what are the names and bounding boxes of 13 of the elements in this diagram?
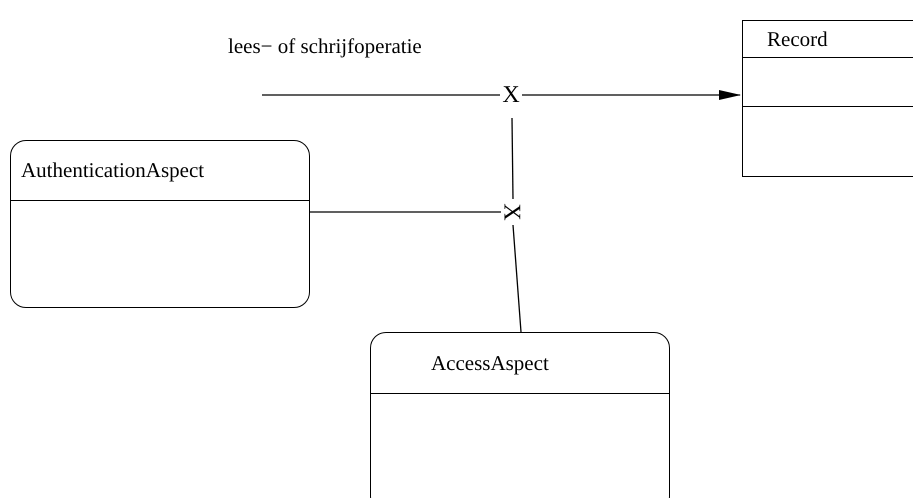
arrow — [522, 90, 741, 100]
class-name: Record — [767, 26, 828, 52]
join-point-mark: X — [500, 82, 522, 108]
class-box — [370, 332, 670, 498]
class-name: AuthenticationAspect — [21, 158, 204, 183]
connector-line — [310, 211, 501, 213]
class-box — [10, 140, 310, 308]
connector-line — [262, 94, 500, 96]
class-name: AccessAspect — [431, 350, 549, 376]
connector-line — [512, 224, 522, 332]
class-box — [742, 20, 913, 177]
join-point-mark: X — [501, 199, 523, 225]
connector-line — [511, 118, 514, 199]
